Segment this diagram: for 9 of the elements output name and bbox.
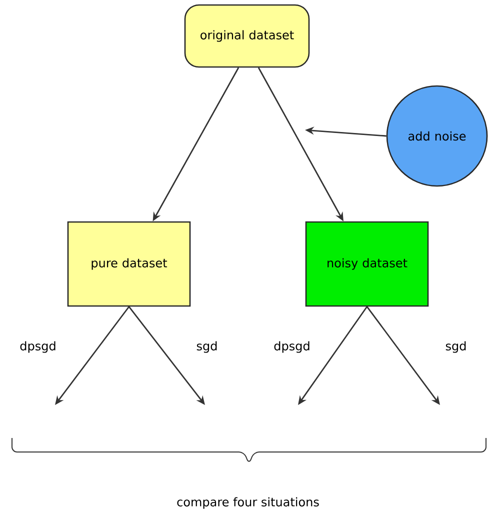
caption-text: compare four situations [177,497,319,509]
rounded-box: original dataset [184,4,310,68]
process-box: noisy dataset [305,221,429,307]
circle-node: add noise [386,85,488,187]
process-box: pure dataset [67,221,191,307]
edge-label: dpsgd [18,340,58,354]
edge-label: sgd [195,340,219,354]
edge-label: dpsgd [272,340,312,354]
edge-label: sgd [444,340,468,354]
